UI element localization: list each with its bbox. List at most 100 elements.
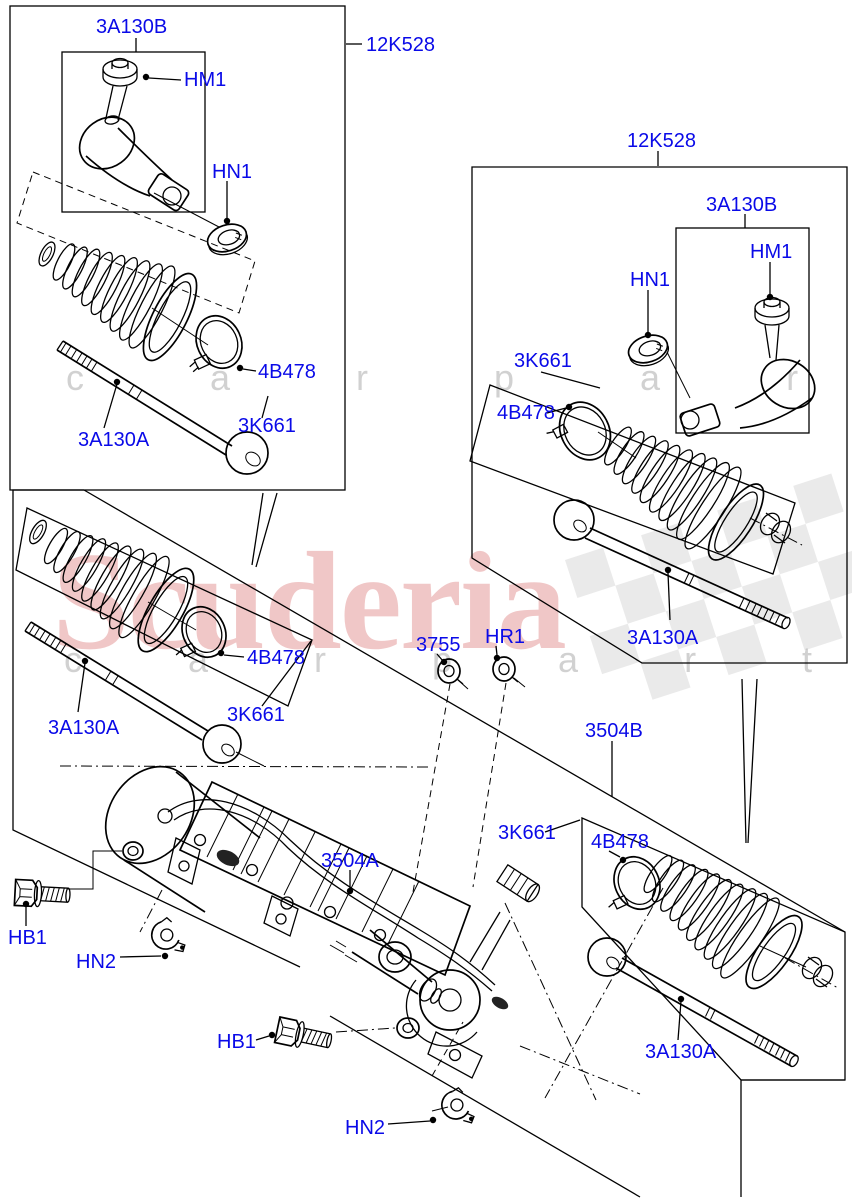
- steering-gear-boot: [643, 854, 807, 990]
- watermark-letters-top: c a r p a r t s: [66, 357, 852, 398]
- rack-bushing: [749, 512, 803, 546]
- part-label-3504a[interactable]: 3504A: [321, 850, 379, 872]
- axis-line: [666, 351, 691, 399]
- pinion-housing: [419, 969, 481, 1031]
- group-boot-kit-left: [12, 489, 846, 968]
- bolt-hb1-upper: [13, 850, 122, 926]
- part-label-hn1-right[interactable]: HN1: [630, 269, 670, 291]
- projection-line: [472, 682, 507, 888]
- group-boot-kit-right: [544, 817, 846, 1081]
- leader-line: [544, 819, 581, 833]
- projection-line: [504, 902, 597, 1101]
- rack-bushing: [784, 956, 839, 989]
- pointer-line: [597, 431, 637, 459]
- group-box: [9, 5, 346, 491]
- inner-tie-rod: [24, 621, 242, 764]
- part-label-4b478-g3[interactable]: 4B478: [497, 402, 555, 424]
- part-label-hn2-lower[interactable]: HN2: [345, 1117, 385, 1139]
- part-label-hn2-upper[interactable]: HN2: [76, 951, 116, 973]
- rack-housing: [178, 780, 472, 977]
- group-tie-rod-kit-left: [9, 5, 362, 491]
- group-box: [581, 817, 846, 1081]
- steering-gear-boot: [604, 426, 765, 561]
- group-outline-diagonal: [83, 489, 846, 933]
- projection-line: [412, 683, 451, 893]
- part-label-3a130b-right[interactable]: 3A130B: [706, 194, 777, 216]
- leader-line: [667, 572, 671, 621]
- group-box: [471, 166, 848, 664]
- leader-line: [235, 751, 265, 767]
- part-label-4b478-g4[interactable]: 4B478: [591, 831, 649, 853]
- projection-line: [335, 1027, 396, 1033]
- boot-kit-boundary: [469, 384, 796, 575]
- projection-line: [519, 1045, 641, 1095]
- clip-hn2-lower: [387, 1086, 475, 1125]
- group-outline: [740, 1079, 845, 1197]
- pointer-line: [151, 307, 209, 346]
- part-label-hm1-right[interactable]: HM1: [750, 241, 792, 263]
- part-label-hm1-left[interactable]: HM1: [184, 69, 226, 91]
- leader-line: [677, 1000, 682, 1041]
- boot-clamp: [175, 605, 227, 659]
- part-label-hb1-upper[interactable]: HB1: [8, 927, 47, 949]
- projection-line: [431, 1021, 464, 1077]
- mount-hole: [122, 841, 144, 861]
- group-outline: [329, 1015, 641, 1198]
- part-label-4b478-g2[interactable]: 4B478: [247, 647, 305, 669]
- part-label-3k661-g1[interactable]: 3K661: [238, 415, 296, 437]
- pipe-clip-hr1: [472, 645, 526, 888]
- steering-gear-boot: [38, 241, 209, 362]
- part-label-3755[interactable]: 3755: [416, 634, 461, 656]
- hydraulic-pipe: [173, 808, 493, 992]
- part-label-4b478-g1[interactable]: 4B478: [258, 361, 316, 383]
- leader-line: [540, 371, 601, 389]
- leader-line: [77, 662, 86, 713]
- part-label-3a130a-g1[interactable]: 3A130A: [78, 429, 150, 451]
- inner-tie-rod: [587, 937, 799, 1068]
- part-label-3k661-g3[interactable]: 3K661: [514, 350, 572, 372]
- leader-line: [242, 368, 257, 372]
- leader-line: [148, 77, 182, 81]
- projection-line: [139, 889, 163, 933]
- boot-clamp: [189, 314, 243, 373]
- projection-line: [544, 887, 664, 1099]
- part-label-3a130a-g2[interactable]: 3A130A: [48, 717, 120, 739]
- leader-line: [119, 955, 162, 958]
- inner-tie-rod: [553, 499, 791, 630]
- jam-nut: [206, 223, 249, 256]
- axis-line: [153, 192, 220, 228]
- leader-line: [495, 645, 498, 656]
- input-shaft: [496, 863, 541, 903]
- part-label-hn1-left[interactable]: HN1: [212, 161, 252, 183]
- part-label-hb1-lower[interactable]: HB1: [217, 1031, 256, 1053]
- part-label-3a130a-g4[interactable]: 3A130A: [645, 1041, 717, 1063]
- pipe-clip-3755: [412, 653, 469, 893]
- part-label-3k661-g2[interactable]: 3K661: [227, 704, 285, 726]
- leader-line: [387, 1120, 431, 1125]
- pointer-line: [147, 601, 197, 631]
- boot-kit-boundary: [16, 171, 256, 314]
- part-label-hr1[interactable]: HR1: [485, 626, 525, 648]
- pointer-lines: [251, 492, 278, 568]
- motor-housing: [104, 765, 196, 865]
- inner-tie-rod: [56, 340, 269, 475]
- tie-rod-end-drawing: [679, 296, 816, 437]
- tie-rod-end-box: [675, 227, 810, 434]
- steering-gear-assembly: [104, 765, 541, 1079]
- group-tie-rod-kit-right: [469, 151, 848, 664]
- part-label-3504b[interactable]: 3504B: [585, 720, 643, 742]
- part-label-3a130a-g3[interactable]: 3A130A: [627, 627, 699, 649]
- axis-line: [59, 765, 431, 768]
- leader-line: [255, 1035, 270, 1041]
- part-label-12k528-right[interactable]: 12K528: [627, 130, 696, 152]
- part-label-12k528-left[interactable]: 12K528: [366, 34, 435, 56]
- part-label-3a130b-left[interactable]: 3A130B: [96, 16, 167, 38]
- pointer-line: [759, 945, 807, 968]
- callout-labels: 12K528 3A130B HM1 HN1 4B478 3K661 3A130A…: [8, 16, 792, 1139]
- steering-gear-boot: [29, 519, 197, 653]
- part-label-3k661-g4[interactable]: 3K661: [498, 822, 556, 844]
- clip-hn2-upper: [119, 916, 186, 960]
- leader-line: [103, 383, 118, 429]
- leader-line: [261, 640, 312, 707]
